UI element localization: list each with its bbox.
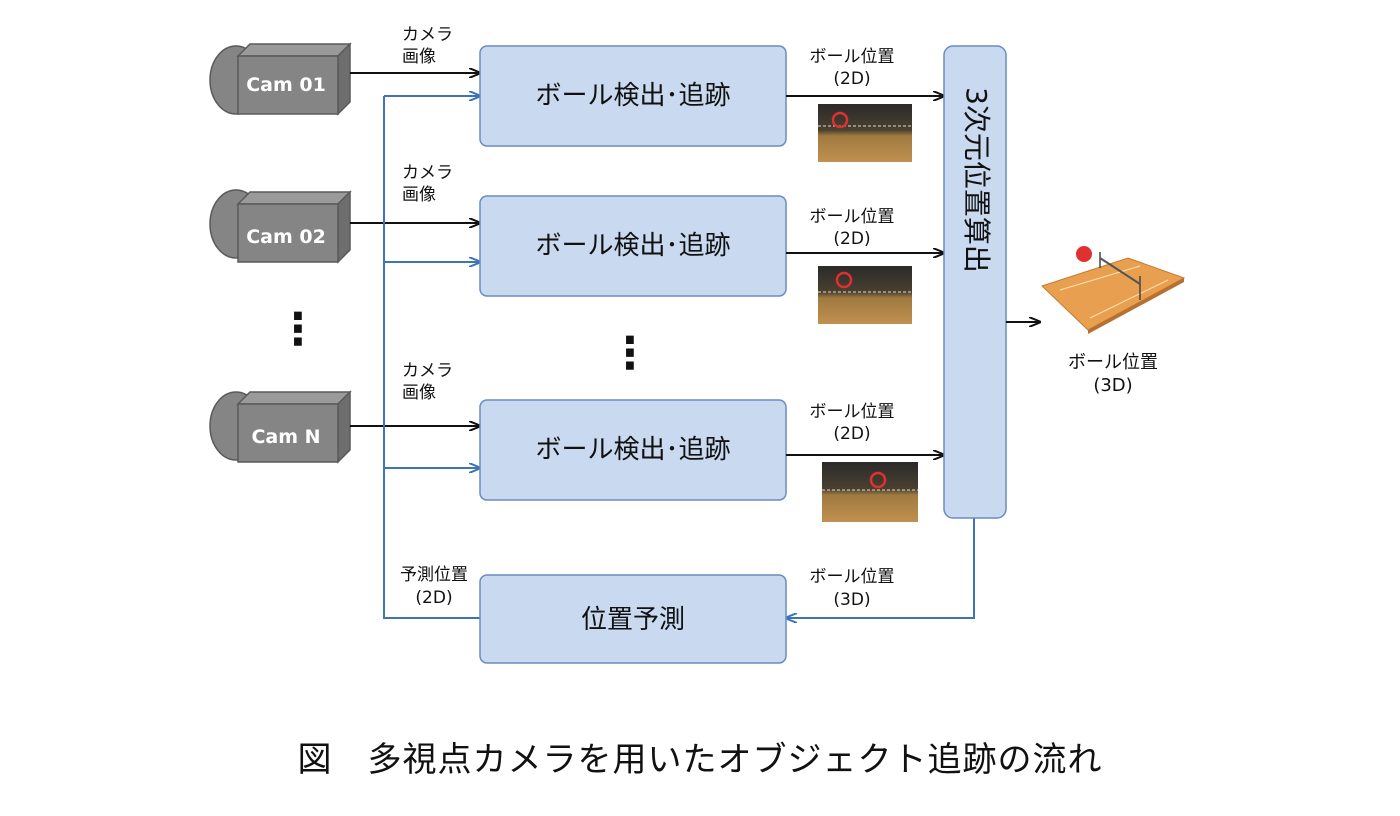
calc-3d-box-label: 3次元位置算出 bbox=[960, 87, 993, 273]
detect-box-label: ボール検出･追跡 bbox=[535, 81, 730, 111]
camera-image-label-line2: 画像 bbox=[402, 47, 436, 67]
thumbnail-photo bbox=[818, 104, 912, 162]
calc-3d-box-frame bbox=[943, 45, 1007, 519]
detect-box-1: ボール検出･追跡 bbox=[479, 45, 787, 147]
thumbnail-photo bbox=[822, 462, 918, 522]
camera-label: Cam N bbox=[251, 426, 320, 448]
camera-body-top bbox=[236, 391, 352, 405]
predict-box-frame bbox=[479, 574, 787, 664]
ball-pos-2d-line2: (2D) bbox=[833, 69, 870, 89]
predict-box-label: 位置予測 bbox=[581, 605, 685, 635]
camera-image-label-1: カメラ 画像 bbox=[402, 25, 453, 67]
predicted-pos-line2: (2D) bbox=[415, 588, 452, 608]
ball-pos-3d-line1: ボール位置 bbox=[810, 567, 895, 587]
ball-pos-3d-feedback-label: ボール位置 (3D) bbox=[810, 567, 895, 610]
detect-box-label: ボール検出･追跡 bbox=[535, 231, 730, 261]
camera-image-label-line1: カメラ bbox=[402, 361, 453, 381]
camera-body-top bbox=[236, 43, 352, 57]
detect-box-n: ボール検出･追跡 bbox=[479, 399, 787, 501]
gym-thumbnail-n bbox=[822, 462, 918, 522]
camera-body-side bbox=[337, 42, 351, 116]
court-3d-illustration bbox=[1041, 246, 1186, 334]
detect-box-2: ボール検出･追跡 bbox=[479, 195, 787, 297]
ball-pos-2d-line2: (2D) bbox=[833, 424, 870, 444]
camera-body-front bbox=[237, 203, 339, 263]
camera-label: Cam 01 bbox=[246, 74, 326, 96]
camera-image-label-line2: 画像 bbox=[402, 185, 436, 205]
gym-thumbnail-2 bbox=[818, 266, 912, 324]
figure-caption: 図 多視点カメラを用いたオブジェクト追跡の流れ bbox=[297, 740, 1103, 780]
camera-label: Cam 02 bbox=[246, 226, 326, 248]
detect-box-frame bbox=[479, 399, 787, 501]
ball-pos-3d-line2: (3D) bbox=[833, 590, 870, 610]
ball-pos-2d-label-2: ボール位置 (2D) bbox=[810, 207, 895, 249]
calc-3d-box: 3次元位置算出 bbox=[943, 45, 1007, 519]
ball-3d-icon bbox=[1076, 246, 1092, 262]
camera-image-label-line1: カメラ bbox=[402, 25, 453, 45]
ball-pos-2d-label-1: ボール位置 (2D) bbox=[810, 47, 895, 89]
ball-pos-2d-line1: ボール位置 bbox=[810, 402, 895, 422]
camera-2: Cam 02 bbox=[209, 189, 352, 264]
camera-1: Cam 01 bbox=[209, 42, 352, 116]
camera-image-label-2: カメラ 画像 bbox=[402, 163, 453, 205]
ball-pos-3d-line1: ボール位置 bbox=[1068, 352, 1158, 373]
camera-body-side bbox=[337, 190, 351, 264]
court-line bbox=[1089, 279, 1169, 319]
detected-ball-marker bbox=[831, 111, 849, 129]
camera-body-front bbox=[237, 403, 339, 463]
camera-ellipsis: ⋮ bbox=[276, 304, 320, 355]
ball-pos-3d-line2: (3D) bbox=[1093, 375, 1132, 396]
ball-pos-2d-line2: (2D) bbox=[833, 229, 870, 249]
ball-pos-2d-label-n: ボール位置 (2D) bbox=[810, 402, 895, 444]
camera-image-label-n: カメラ 画像 bbox=[402, 361, 453, 403]
predicted-pos-line1: 予測位置 bbox=[400, 565, 468, 585]
ball-pos-2d-line1: ボール位置 bbox=[810, 207, 895, 227]
detected-ball-marker bbox=[835, 271, 853, 289]
ball-pos-2d-line1: ボール位置 bbox=[810, 47, 895, 67]
gym-thumbnail-1 bbox=[818, 104, 912, 162]
camera-body-side bbox=[337, 390, 351, 464]
predict-box: 位置予測 bbox=[479, 574, 787, 664]
detect-box-label: ボール検出･追跡 bbox=[535, 435, 730, 465]
camera-image-label-line1: カメラ bbox=[402, 163, 453, 183]
ball-pos-3d-output-label: ボール位置 (3D) bbox=[1068, 352, 1158, 396]
court-net bbox=[1099, 257, 1141, 285]
detect-ellipsis: ⋮ bbox=[608, 328, 652, 379]
court-floor-edge bbox=[1088, 278, 1184, 334]
camera-n: Cam N bbox=[209, 390, 352, 464]
camera-body-top bbox=[236, 191, 352, 205]
court-line bbox=[1059, 265, 1141, 291]
predicted-pos-label: 予測位置 (2D) bbox=[400, 565, 468, 608]
camera-image-label-line2: 画像 bbox=[402, 383, 436, 403]
camera-body-front bbox=[237, 55, 339, 115]
feedback-line-predict-to-bus bbox=[383, 96, 480, 619]
thumbnail-photo bbox=[818, 266, 912, 324]
feedback-line-calc-to-predict bbox=[786, 518, 975, 618]
detected-ball-marker bbox=[869, 471, 887, 489]
detect-box-frame bbox=[479, 195, 787, 297]
